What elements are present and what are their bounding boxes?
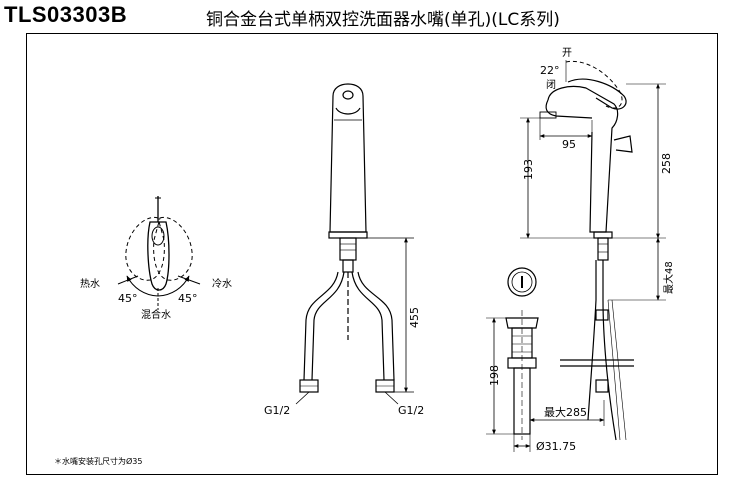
- drain-assembly: [486, 267, 605, 452]
- installation-footnote: ＊水嘴安装孔尺寸为Ø35: [54, 457, 143, 466]
- inlet-left-label: G1/2: [264, 404, 290, 417]
- total-height-dimension: 258: [660, 153, 673, 174]
- handle-angle-label: 22°: [540, 64, 560, 77]
- spout-length-dimension: 95: [562, 138, 576, 151]
- drain-height-dimension: 198: [488, 365, 501, 386]
- inlet-right-label: G1/2: [398, 404, 424, 417]
- max-thickness-dimension: 最大48: [662, 261, 675, 294]
- front-view: [295, 83, 414, 405]
- product-description: 铜合金台式单柄双控洗面器水嘴(单孔)(LC系列): [206, 10, 560, 30]
- close-label: 闭: [546, 78, 556, 91]
- angle-left-label: 45°: [118, 292, 138, 305]
- handle-top-view: [117, 196, 201, 310]
- angle-right-label: 45°: [178, 292, 198, 305]
- spout-height-dimension: 193: [522, 159, 535, 180]
- side-view: [520, 60, 666, 441]
- drain-diameter-dimension: Ø31.75: [536, 440, 576, 453]
- front-height-dimension: 455: [408, 307, 421, 328]
- hot-water-label: 热水: [80, 277, 100, 290]
- drawing-frame: [26, 33, 718, 475]
- max-reach-dimension: 最大285: [544, 405, 587, 419]
- mixed-water-label: 混合水: [141, 308, 171, 321]
- open-label: 开: [562, 48, 572, 59]
- cold-water-label: 冷水: [212, 277, 232, 290]
- model-number: TLS03303B: [4, 2, 128, 27]
